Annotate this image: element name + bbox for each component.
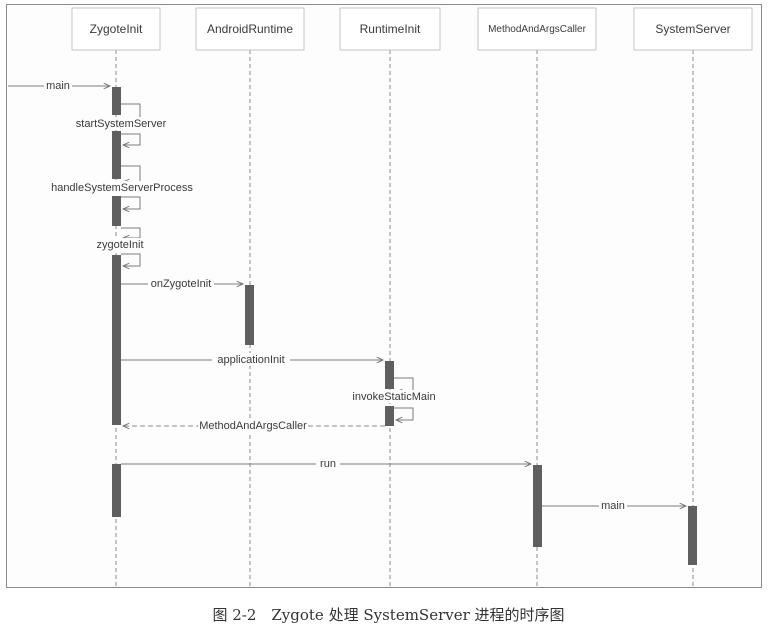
message-main-system: main [542, 499, 686, 512]
activation-zygote [112, 196, 121, 226]
diagram-frame [6, 4, 762, 588]
message-label: startSystemServer [76, 118, 167, 130]
activation-system [688, 506, 697, 565]
activation-zygote [112, 87, 121, 115]
message-onzygoteinit: onZygoteInit [121, 277, 243, 290]
participant-system: SystemServer [633, 7, 753, 51]
message-label: applicationInit [217, 354, 284, 366]
activation-android [245, 285, 254, 345]
figure-caption: 图 2-2 Zygote 处理 SystemServer 进程的时序图 [212, 606, 565, 624]
participant-method: MethodAndArgsCaller [477, 7, 597, 51]
message-label: zygoteInit [96, 239, 143, 251]
participant-label: ZygoteInit [90, 22, 143, 36]
participant-label: RuntimeInit [360, 22, 421, 36]
activation-method [533, 465, 542, 547]
participant-label: SystemServer [655, 22, 730, 36]
participant-zygote: ZygoteInit [71, 7, 161, 51]
participant-android: AndroidRuntime [195, 7, 305, 51]
activation-runtime [385, 406, 394, 426]
message-applicationinit: applicationInit [121, 353, 383, 366]
message-run: run [121, 457, 531, 470]
message-label: run [320, 458, 336, 470]
activation-zygote [112, 464, 121, 517]
message-main: main [8, 79, 110, 92]
activation-runtime [385, 361, 394, 389]
message-label: invokeStaticMain [352, 391, 435, 403]
message-label: main [601, 500, 625, 512]
message-handlesystemserverprocess: handleSystemServerProcess [51, 165, 193, 209]
activation-zygote [112, 131, 121, 179]
participant-label: AndroidRuntime [207, 22, 293, 36]
message-methodandargscaller-return: MethodAndArgsCaller [123, 419, 385, 432]
message-startsystemserver: startSystemServer [76, 103, 167, 145]
message-invokestaticmain: invokeStaticMain [352, 377, 436, 420]
message-zygoteinit: zygoteInit [92, 227, 148, 266]
activation-zygote [112, 255, 121, 425]
sequence-diagram: ZygoteInit AndroidRuntime RuntimeInit Me… [8, 7, 753, 588]
message-label: MethodAndArgsCaller [199, 420, 307, 432]
message-label: handleSystemServerProcess [51, 182, 193, 194]
message-label: main [46, 80, 70, 92]
participant-label: MethodAndArgsCaller [488, 24, 586, 35]
message-label: onZygoteInit [151, 278, 212, 290]
participant-runtime: RuntimeInit [339, 7, 441, 51]
